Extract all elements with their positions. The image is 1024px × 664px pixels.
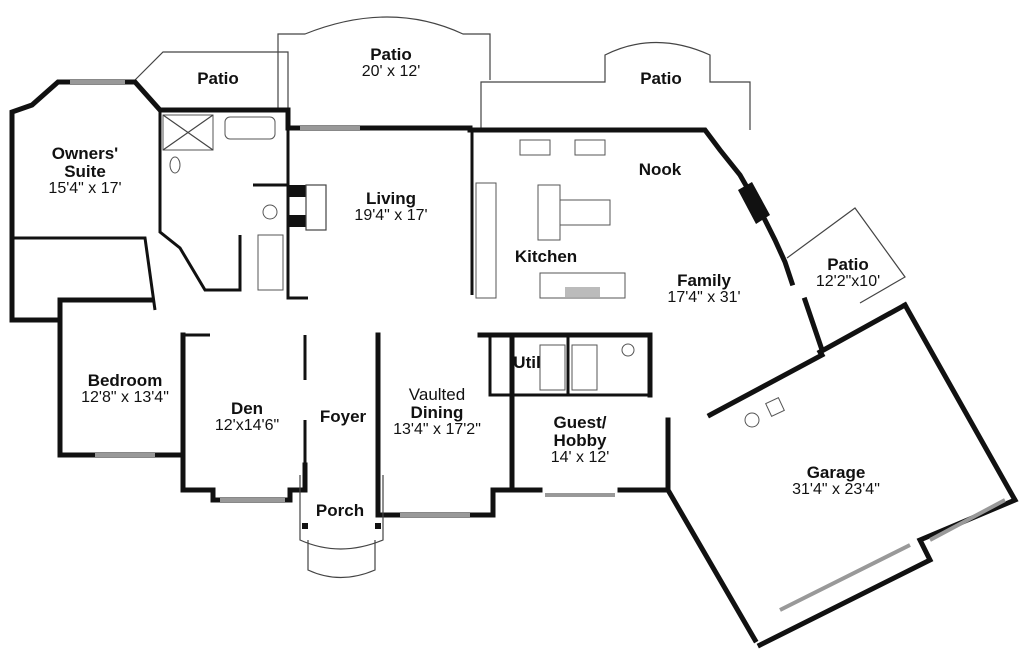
room-dimensions: 31'4" x 23'4" bbox=[792, 480, 880, 498]
room-name: Patio bbox=[197, 69, 239, 88]
porch-outline bbox=[299, 475, 384, 579]
room-dimensions: 14' x 12' bbox=[550, 448, 610, 466]
room-label-patio-right: Patio bbox=[640, 70, 682, 88]
room-label-patio-side: Patio 12'2"x10' bbox=[816, 256, 880, 291]
room-name: Patio bbox=[827, 255, 869, 274]
patio-outlines bbox=[134, 16, 906, 304]
room-name-line2: Hobby bbox=[553, 430, 607, 450]
room-label-util: Util bbox=[513, 354, 540, 372]
room-label-living: Living 19'4" x 17' bbox=[354, 190, 427, 225]
room-dimensions: 12'2"x10' bbox=[815, 272, 881, 290]
room-dimensions: 19'4" x 17' bbox=[354, 206, 428, 224]
fireplaces bbox=[288, 182, 770, 231]
room-label-bedroom: Bedroom 12'8" x 13'4" bbox=[81, 372, 169, 407]
room-label-porch: Porch bbox=[316, 502, 364, 520]
room-name: Patio bbox=[370, 45, 412, 64]
room-name: Den bbox=[230, 399, 264, 418]
room-name: Family bbox=[677, 271, 731, 290]
room-label-patio-center: Patio 20' x 12' bbox=[362, 46, 421, 81]
room-name-line2: Dining bbox=[410, 402, 464, 422]
room-name: Guest/ bbox=[553, 413, 607, 432]
room-name: Patio bbox=[640, 69, 682, 88]
room-name: Bedroom bbox=[87, 371, 163, 390]
room-name-line2: Suite bbox=[64, 161, 106, 181]
windows bbox=[70, 80, 1006, 612]
room-label-nook: Nook bbox=[639, 161, 682, 179]
interior-walls bbox=[12, 110, 650, 470]
room-label-guest-hobby: Guest/ Hobby 14' x 12' bbox=[551, 414, 610, 466]
garage-fixtures bbox=[744, 397, 785, 428]
room-name: Foyer bbox=[319, 407, 367, 426]
room-label-patio-left: Patio bbox=[197, 70, 239, 88]
room-name: Garage bbox=[806, 463, 866, 482]
room-dimensions: 15'4" x 17' bbox=[48, 179, 122, 197]
room-dimensions: 20' x 12' bbox=[361, 62, 421, 80]
room-name: Owners' bbox=[51, 144, 119, 163]
room-label-kitchen: Kitchen bbox=[515, 248, 577, 266]
bath-fixtures bbox=[162, 114, 635, 391]
room-name: Vaulted bbox=[408, 385, 466, 404]
room-dimensions: 12'x14'6" bbox=[214, 416, 280, 434]
room-label-den: Den 12'x14'6" bbox=[215, 400, 279, 435]
room-dimensions: 17'4" x 31' bbox=[667, 288, 741, 306]
room-name: Kitchen bbox=[514, 247, 578, 266]
room-label-owners-suite: Owners' Suite 15'4" x 17' bbox=[48, 145, 121, 197]
kitchen-fixtures bbox=[475, 139, 626, 299]
room-name: Nook bbox=[638, 160, 682, 179]
room-label-garage: Garage 31'4" x 23'4" bbox=[792, 464, 880, 499]
room-name: Porch bbox=[315, 501, 365, 520]
room-name: Util bbox=[513, 353, 541, 372]
room-dimensions: 12'8" x 13'4" bbox=[81, 388, 169, 406]
room-label-vaulted-dining: Vaulted Dining 13'4" x 17'2" bbox=[393, 386, 481, 438]
room-dimensions: 13'4" x 17'2" bbox=[393, 420, 481, 438]
room-name: Living bbox=[365, 189, 417, 208]
room-label-family: Family 17'4" x 31' bbox=[667, 272, 740, 307]
room-label-foyer: Foyer bbox=[320, 408, 366, 426]
exterior-walls bbox=[9, 79, 1019, 649]
